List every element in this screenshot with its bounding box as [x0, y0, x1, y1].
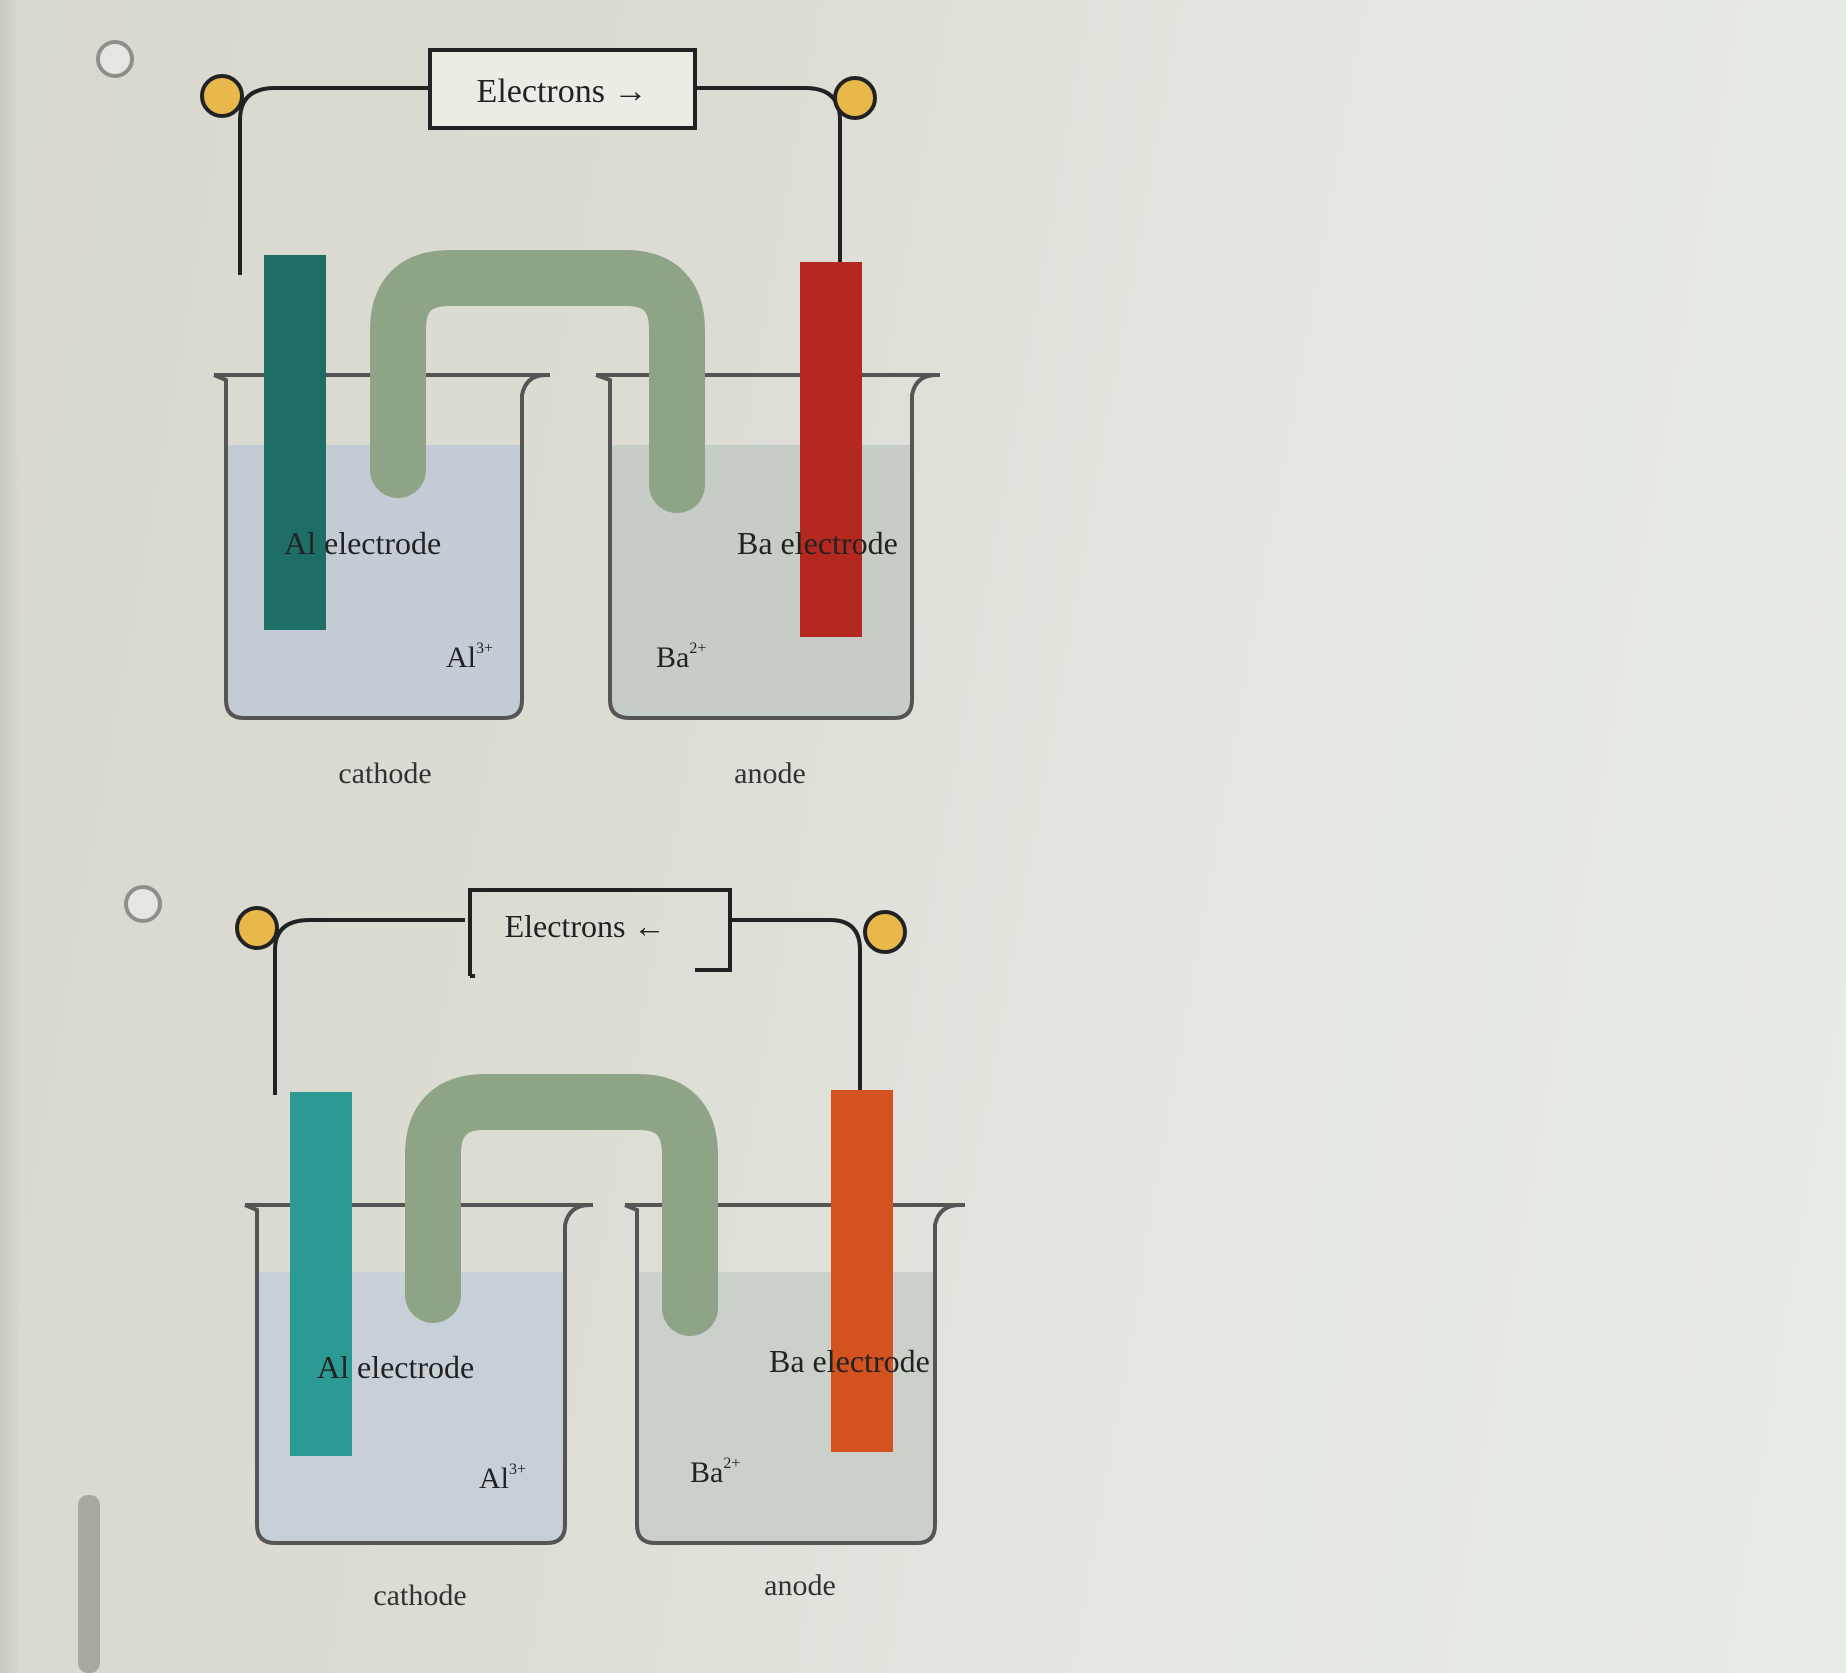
galvanic-cell-diagram-option-1: Electrons → Al electrode Ba electrode Al… — [200, 48, 940, 790]
right-electrode-label: Ba electrode — [737, 525, 898, 561]
electrons-label: Electrons → — [477, 73, 648, 110]
right-electrode-label: Ba electrode — [769, 1343, 930, 1379]
right-cell-label: anode — [764, 1569, 836, 1602]
right-ion-label: Ba2+ — [690, 1455, 740, 1489]
left-ion-label: Al3+ — [446, 640, 493, 674]
scrollbar-thumb[interactable] — [78, 1495, 100, 1673]
salt-bridge — [405, 1074, 718, 1336]
right-terminal — [833, 76, 877, 120]
left-terminal — [235, 906, 279, 950]
answer-option-2-radio[interactable] — [124, 885, 162, 923]
al-electrode — [264, 255, 326, 630]
electrons-box — [468, 888, 732, 978]
left-cell-label: cathode — [373, 1579, 466, 1612]
right-wire — [730, 918, 862, 1095]
electrons-label: Electrons ← — [505, 908, 666, 944]
right-wire — [695, 86, 842, 275]
right-terminal — [863, 910, 907, 954]
page-left-edge — [0, 0, 18, 1673]
al-electrode — [290, 1092, 352, 1456]
left-wire — [238, 86, 430, 275]
left-ion-label: Al3+ — [479, 1461, 526, 1495]
answer-option-1-radio[interactable] — [96, 40, 134, 78]
left-electrode-label: Al electrode — [317, 1349, 474, 1385]
right-cell-label: anode — [734, 757, 806, 790]
left-terminal — [200, 74, 244, 118]
right-ion-label: Ba2+ — [656, 640, 706, 674]
ba-electrode — [831, 1090, 893, 1452]
left-wire — [273, 918, 465, 1095]
left-electrode-label: Al electrode — [284, 525, 441, 561]
galvanic-cell-diagram-option-2: Electrons ← Al electrode Ba electrode Al… — [235, 888, 965, 1612]
left-cell-label: cathode — [338, 757, 431, 790]
electrons-box — [428, 48, 697, 130]
ba-electrode — [800, 262, 862, 637]
salt-bridge — [370, 250, 705, 513]
